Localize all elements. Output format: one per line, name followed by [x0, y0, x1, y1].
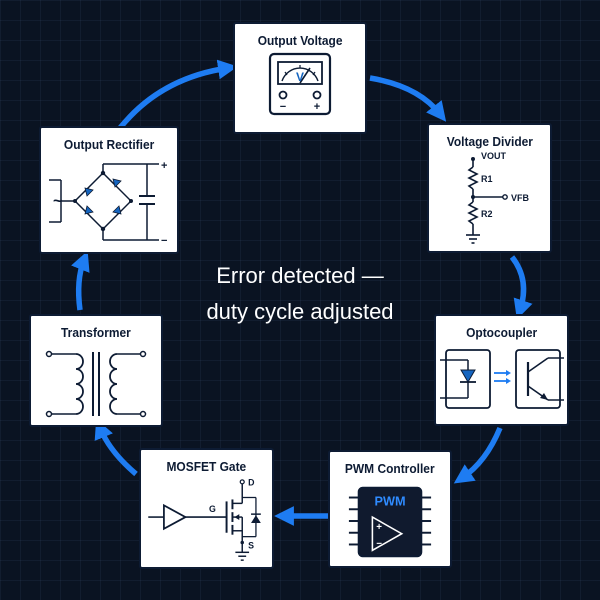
r2-label: R2 [481, 209, 493, 219]
arrow-optocoupler-to-pwm [453, 426, 503, 484]
output-rectifier-title: Output Rectifier [63, 137, 155, 152]
mosfet-gate-title: MOSFET Gate [166, 459, 247, 474]
optocoupler-schematic [440, 349, 564, 409]
voltage-divider-schematic: VOUT R1 VFB R2 [466, 151, 530, 244]
opamp-plus: + [376, 522, 382, 533]
mosfet-schematic: G D S [148, 478, 261, 561]
ac-input-symbol: ~ [53, 193, 62, 210]
pwm-controller-title: PWM Controller [345, 461, 435, 476]
output-voltage-title: Output Voltage [257, 33, 343, 48]
arrow-transformer-to-rectifier [71, 250, 90, 311]
voltage-divider-title: Voltage Divider [446, 134, 533, 149]
rectifier-minus: − [161, 235, 167, 247]
optocoupler-title: Optocoupler [465, 325, 538, 340]
meter-minus: − [280, 101, 286, 113]
output-voltage-card: Output Voltage V − + [233, 22, 367, 134]
transformer-card: Transformer [29, 314, 163, 427]
output-rectifier-card: Output Rectifier ~ + − [39, 126, 179, 254]
arrow-divider-to-optocoupler [509, 255, 533, 320]
status-line-1: Error detected — [216, 263, 384, 288]
mosfet-gate-card: MOSFET Gate G D S [139, 448, 274, 569]
arrow-voltage-to-divider [369, 75, 447, 122]
pwm-controller-card: PWM Controller PWM + − [328, 450, 452, 568]
drain-label: D [248, 478, 254, 488]
transformer-title: Transformer [61, 325, 131, 340]
gate-label: G [209, 504, 216, 514]
pwm-chip-label: PWM [374, 493, 405, 508]
transformer-icon [45, 350, 147, 418]
meter-letter: V [296, 70, 304, 84]
pwm-chip-icon: PWM + − [348, 486, 432, 558]
arrow-mosfet-to-transformer [94, 418, 138, 477]
status-message: Error detected — duty cycle adjusted [150, 258, 450, 330]
arrow-rectifier-to-voltage [117, 59, 238, 130]
voltage-divider-card: Voltage Divider VOUT R1 VFB R2 [427, 123, 552, 253]
vout-label: VOUT [481, 151, 507, 161]
bridge-rectifier-schematic: ~ + − [49, 160, 167, 247]
vfb-label: VFB [511, 193, 530, 203]
optocoupler-card: Optocoupler [434, 314, 569, 426]
opamp-minus: − [376, 538, 382, 549]
voltmeter-icon: V − + [268, 52, 332, 116]
meter-plus: + [314, 101, 320, 113]
rectifier-plus: + [161, 160, 167, 172]
status-line-2: duty cycle adjusted [206, 299, 394, 324]
source-label: S [248, 540, 254, 550]
r1-label: R1 [481, 174, 493, 184]
